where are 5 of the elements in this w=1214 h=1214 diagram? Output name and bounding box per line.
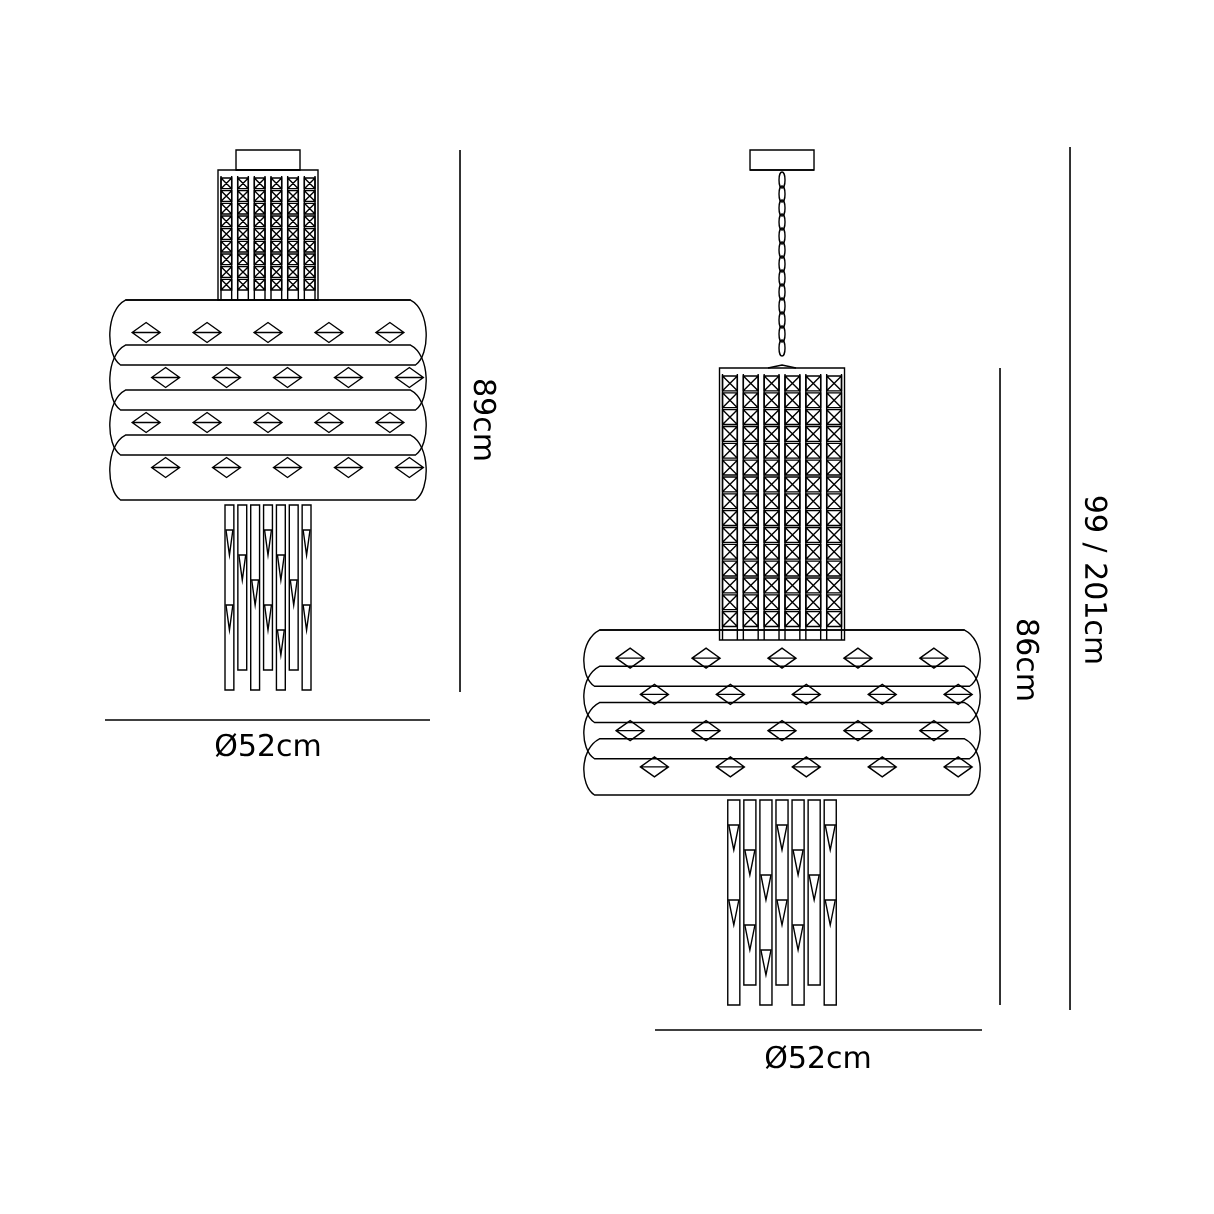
dimension-label: 89cm (473, 380, 497, 460)
dimension-label: 86cm (1016, 620, 1040, 700)
dimension-label: Ø52cm (765, 1045, 870, 1069)
dimension-label: 99 / 201cm (1082, 496, 1108, 663)
dimension-label: Ø52cm (215, 733, 320, 757)
